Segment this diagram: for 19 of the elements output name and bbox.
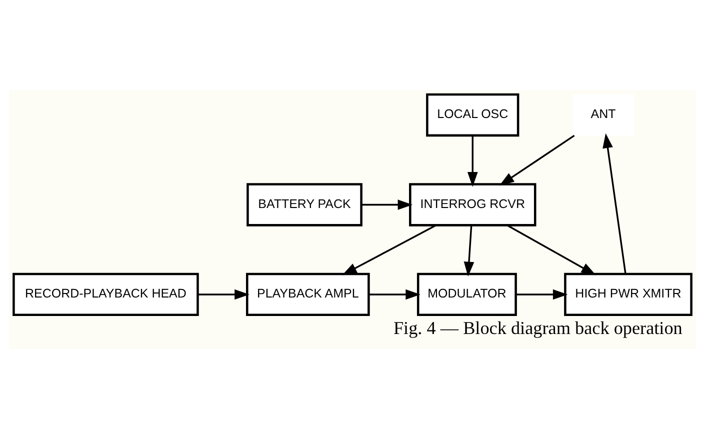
arrow	[467, 135, 478, 186]
node-box: ANT	[572, 94, 634, 135]
node-box: INTERROG RCVR	[409, 182, 536, 226]
node-box: RECORD-PLAYBACK HEAD	[12, 272, 199, 316]
arrow	[198, 288, 250, 300]
arrow	[361, 199, 413, 210]
node-box: LOCAL OSC	[426, 92, 520, 136]
arrow	[464, 224, 474, 276]
node-box: PLAYBACK AMPL	[246, 272, 370, 316]
arrow	[499, 134, 575, 186]
node-box: MODULATOR	[416, 272, 517, 316]
arrow	[342, 224, 436, 275]
arrow	[506, 224, 596, 275]
node-box: HIGH PWR XMITR	[564, 272, 692, 316]
arrow	[516, 288, 568, 300]
node-box: BATTERY PACK	[246, 182, 362, 226]
arrow	[602, 132, 626, 274]
caption: Fig. 4 — Block diagram back operation	[393, 318, 682, 338]
arrow	[368, 288, 420, 300]
